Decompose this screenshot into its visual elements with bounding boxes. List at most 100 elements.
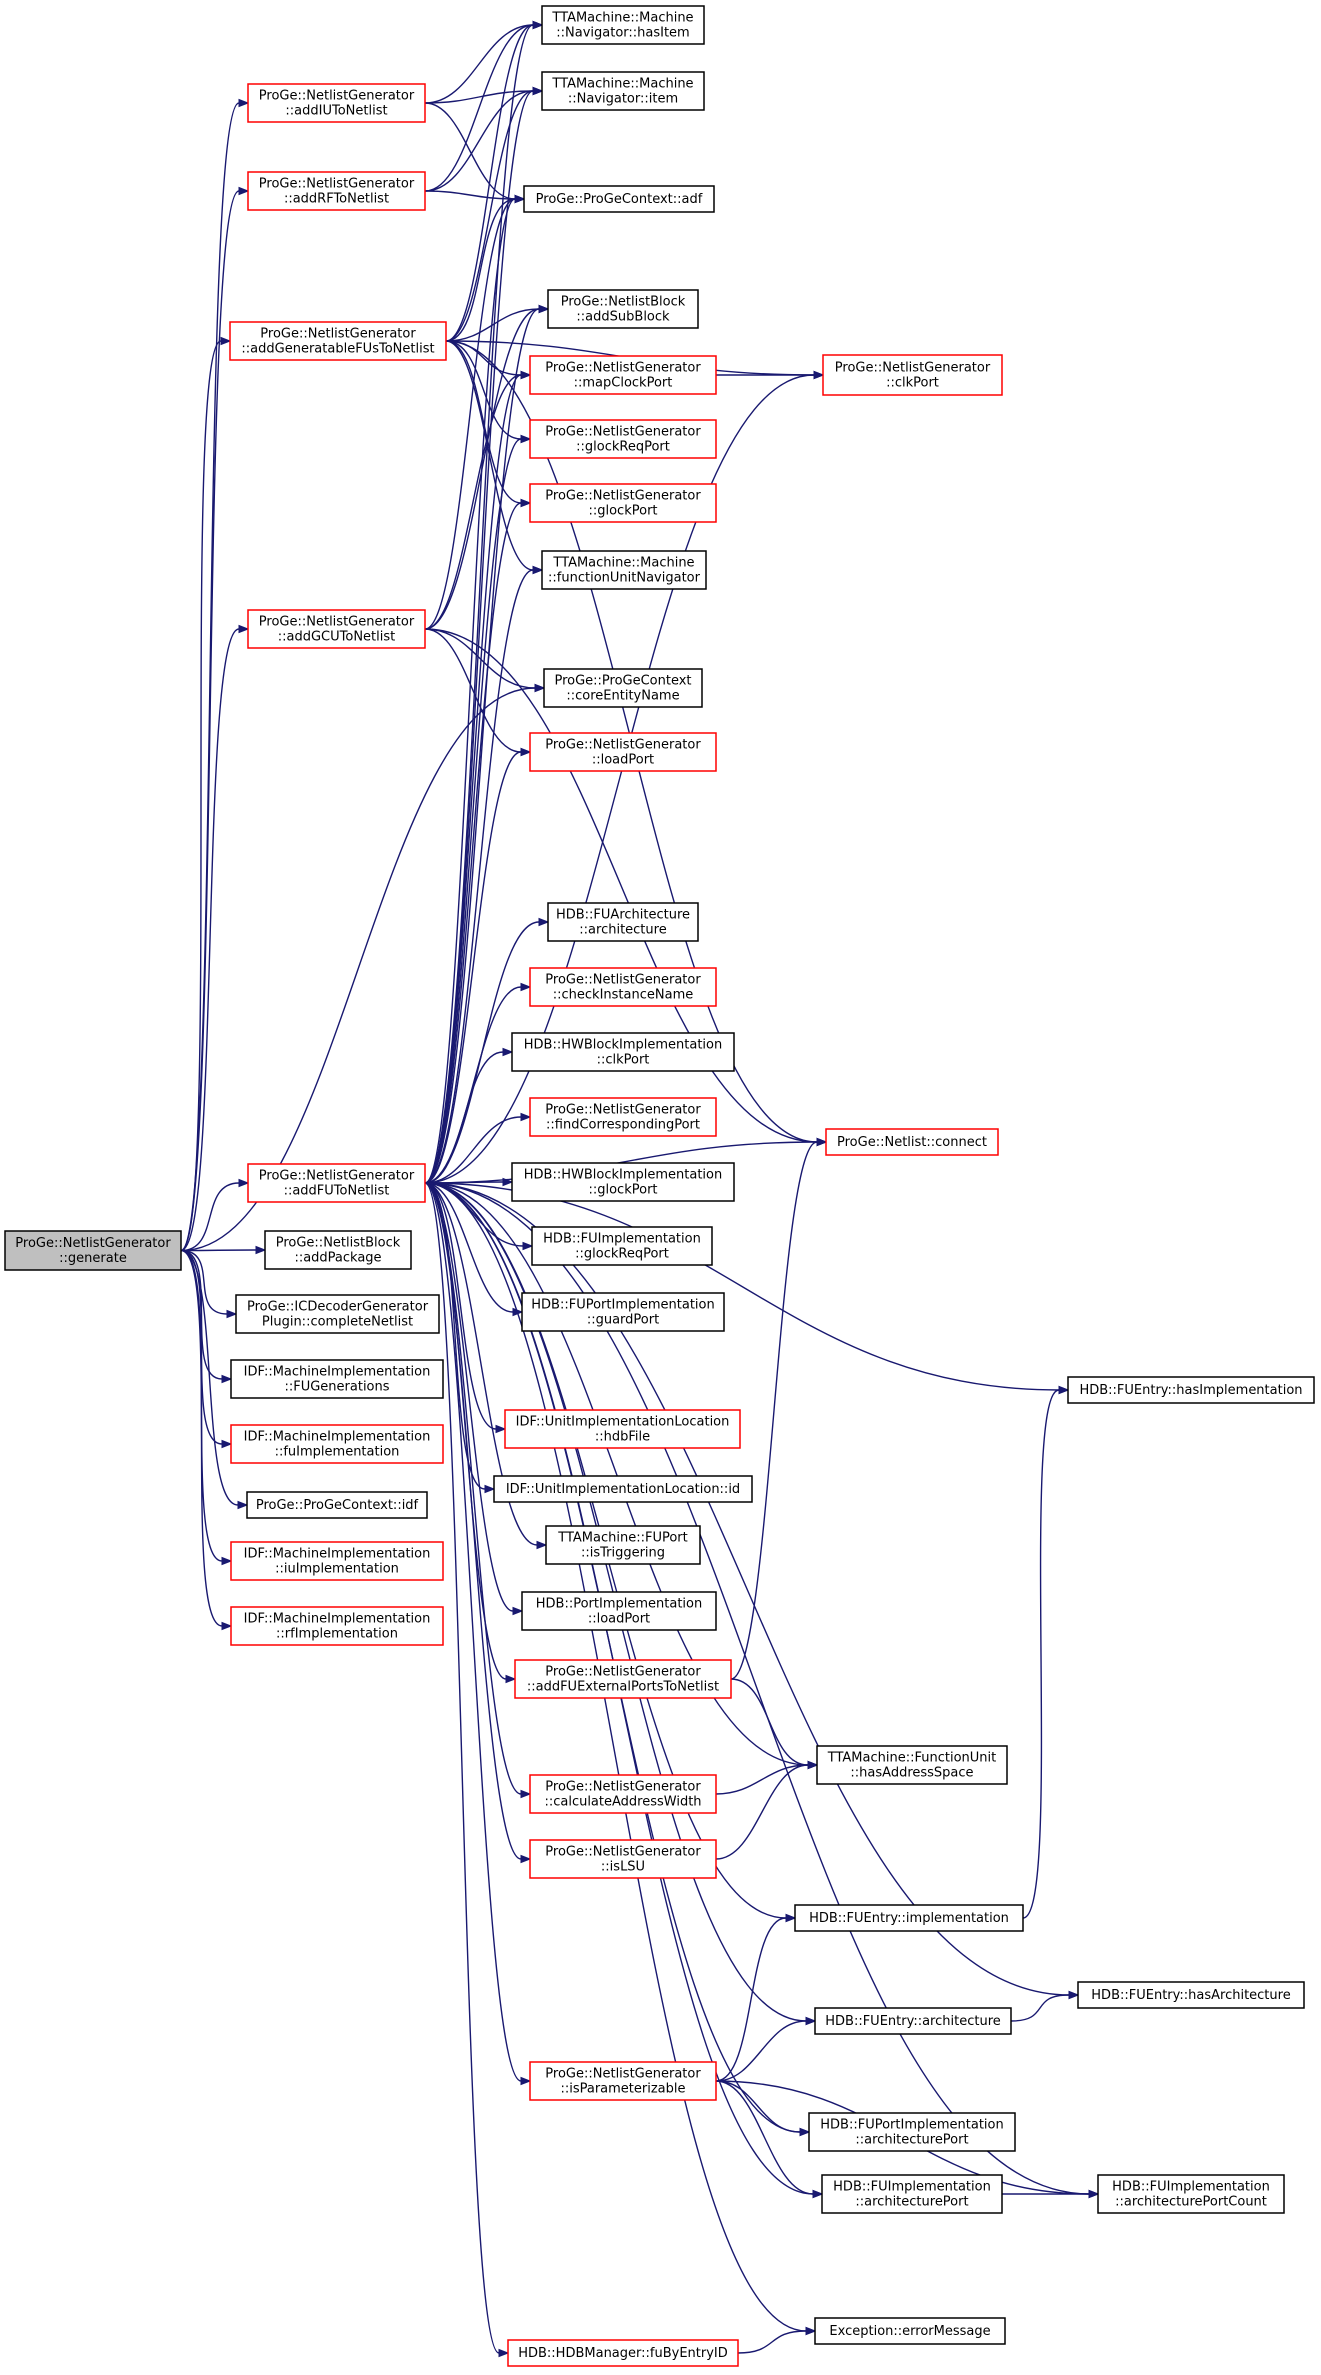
node-label: ProGe::ProGeContext::adf [536, 192, 703, 207]
node-completeNetlist[interactable]: ProGe::ICDecoderGeneratorPlugin::complet… [235, 1294, 440, 1334]
node-label: HDB::FUPortImplementation [820, 2118, 1003, 2133]
node-glockReqPort[interactable]: ProGe::NetlistGenerator::glockReqPort [529, 419, 717, 459]
node-guardPort[interactable]: HDB::FUPortImplementation::guardPort [521, 1292, 725, 1332]
node-errorMessage[interactable]: Exception::errorMessage [814, 2317, 1006, 2345]
edge-line [424, 308, 540, 1184]
node-label: ProGe::NetlistGenerator [259, 615, 415, 630]
edge-addFUToNetlist-to-errorMessage [424, 1182, 817, 2336]
edge-line [424, 24, 534, 104]
edge-line [424, 1182, 500, 2354]
node-label: ::clkPort [597, 1053, 650, 1068]
node-box [816, 1745, 1008, 1785]
node-hasImplementation[interactable]: HDB::FUEntry::hasImplementation [1067, 1376, 1315, 1404]
node-label: ::mapClockPort [574, 376, 673, 391]
node-calculateAddressWidth[interactable]: ProGe::NetlistGenerator::calculateAddres… [529, 1774, 717, 1814]
node-fuArchitecture[interactable]: HDB::FUArchitecture::architecture [547, 902, 699, 942]
node-uilId[interactable]: IDF::UnitImplementationLocation::id [493, 1475, 753, 1503]
node-isParameterizable[interactable]: ProGe::NetlistGenerator::isParameterizab… [529, 2061, 717, 2101]
node-rfImplementation[interactable]: IDF::MachineImplementation::rfImplementa… [230, 1606, 444, 1646]
node-label: Plugin::completeNetlist [262, 1315, 413, 1330]
node-addGeneratableFUsToNetlist[interactable]: ProGe::NetlistGenerator::addGeneratableF… [229, 321, 447, 361]
node-label: TTAMachine::Machine [552, 556, 694, 571]
edge-arrowhead [538, 304, 550, 314]
node-addIUToNetlist[interactable]: ProGe::NetlistGenerator::addIUToNetlist [247, 83, 426, 123]
node-fuiArchitecturePort[interactable]: HDB::FUImplementation::architecturePort [821, 2174, 1003, 2214]
node-hwGlockPort[interactable]: HDB::HWBlockImplementation::glockPort [511, 1162, 735, 1202]
node-iuImplementation[interactable]: IDF::MachineImplementation::iuImplementa… [230, 1541, 444, 1581]
node-loadPort[interactable]: ProGe::NetlistGenerator::loadPort [529, 732, 717, 772]
edge-addFUToNetlist-to-isLSU [424, 1182, 532, 1864]
node-fuImplementation[interactable]: IDF::MachineImplementation::fuImplementa… [230, 1424, 444, 1464]
edge-generate-to-completeNetlist [180, 1249, 238, 1319]
node-addPackage[interactable]: ProGe::NetlistBlock::addPackage [264, 1230, 412, 1270]
node-label: ::isTriggering [581, 1546, 665, 1561]
edge-line [424, 1116, 522, 1184]
node-checkInstanceName[interactable]: ProGe::NetlistGenerator::checkInstanceNa… [529, 967, 717, 1007]
edge-addFUToNetlist-to-loadPort [424, 747, 532, 1184]
node-architecturePortCount[interactable]: HDB::FUImplementation::architecturePortC… [1097, 2174, 1285, 2214]
edge-line [424, 1182, 809, 1766]
edge-arrowhead [520, 1854, 532, 1864]
node-isLSU[interactable]: ProGe::NetlistGenerator::isLSU [529, 1839, 717, 1879]
node-label: HDB::FUEntry::architecture [825, 2014, 1001, 2029]
node-label: ::glockReqPort [575, 1247, 669, 1262]
node-box [230, 1424, 444, 1464]
node-addGCUToNetlist[interactable]: ProGe::NetlistGenerator::addGCUToNetlist [247, 609, 426, 649]
edge-generate-to-addPackage [180, 1245, 267, 1255]
edge-addFUToNetlist-to-adf [424, 194, 526, 1184]
node-label: IDF::MachineImplementation [244, 1547, 431, 1562]
edge-addFUToNetlist-to-glockReqPort [424, 434, 532, 1184]
node-label: ProGe::NetlistGenerator [15, 1236, 171, 1251]
edge-arrowhead [512, 1606, 524, 1616]
node-fuEntryArchitecture[interactable]: HDB::FUEntry::architecture [814, 2007, 1012, 2035]
node-isTriggering[interactable]: TTAMachine::FUPort::isTriggering [545, 1525, 701, 1565]
edge-arrowhead [520, 498, 532, 508]
node-label: ::hdbFile [595, 1430, 650, 1445]
node-hdbFile[interactable]: IDF::UnitImplementationLocation::hdbFile [504, 1409, 741, 1449]
edge-line [424, 374, 522, 1184]
edge-line [424, 1182, 522, 1860]
node-addFUExternalPortsToNetlist[interactable]: ProGe::NetlistGenerator::addFUExternalPo… [514, 1659, 732, 1699]
node-hwClkPort[interactable]: HDB::HWBlockImplementation::clkPort [511, 1032, 735, 1072]
node-functionUnitNavigator[interactable]: TTAMachine::Machine::functionUnitNavigat… [541, 550, 707, 590]
node-fupiArchitecturePort[interactable]: HDB::FUPortImplementation::architectureP… [808, 2112, 1016, 2152]
edge-line [730, 1678, 809, 1766]
edge-arrowhead [1068, 1990, 1080, 2000]
node-adf[interactable]: ProGe::ProGeContext::adf [523, 185, 715, 213]
node-label: ProGe::NetlistBlock [561, 295, 686, 310]
node-fuGlockReqPort[interactable]: HDB::FUImplementation::glockReqPort [531, 1226, 713, 1266]
node-box [545, 1525, 701, 1565]
node-fuEntryImplementation[interactable]: HDB::FUEntry::implementation [794, 1904, 1024, 1932]
edge-line [180, 102, 240, 1252]
node-addSubBlock[interactable]: ProGe::NetlistBlock::addSubBlock [547, 289, 699, 329]
node-box [808, 2112, 1016, 2152]
edge-arrowhead [514, 194, 526, 204]
edge-line [424, 1051, 504, 1184]
node-glockPort[interactable]: ProGe::NetlistGenerator::glockPort [529, 483, 717, 523]
node-mapClockPort[interactable]: ProGe::NetlistGenerator::mapClockPort [529, 355, 717, 395]
node-box [814, 2317, 1006, 2345]
node-coreEntityName[interactable]: ProGe::ProGeContext::coreEntityName [543, 668, 703, 708]
node-idf[interactable]: ProGe::ProGeContext::idf [246, 1491, 428, 1519]
node-clkPort[interactable]: ProGe::NetlistGenerator::clkPort [822, 354, 1003, 396]
node-addRFToNetlist[interactable]: ProGe::NetlistGenerator::addRFToNetlist [247, 171, 426, 211]
edge-generate-to-idf [180, 1249, 249, 1510]
node-FUGenerations[interactable]: IDF::MachineImplementation::FUGeneration… [230, 1359, 444, 1399]
node-box [247, 1163, 426, 1203]
node-label: ::calculateAddressWidth [544, 1795, 701, 1810]
node-findCorrespondingPort[interactable]: ProGe::NetlistGenerator::findCorrespondi… [529, 1097, 717, 1137]
node-hasArchitecture[interactable]: HDB::FUEntry::hasArchitecture [1077, 1981, 1305, 2009]
node-label: ProGe::ProGeContext [554, 674, 691, 689]
node-hasAddressSpace[interactable]: TTAMachine::FunctionUnit::hasAddressSpac… [816, 1745, 1008, 1785]
node-addFUToNetlist[interactable]: ProGe::NetlistGenerator::addFUToNetlist [247, 1163, 426, 1203]
node-item[interactable]: TTAMachine::Machine::Navigator::item [541, 71, 705, 111]
edge-line [445, 24, 534, 342]
node-piLoadPort[interactable]: HDB::PortImplementation::loadPort [521, 1591, 717, 1631]
node-fuByEntryID[interactable]: HDB::HDBManager::fuByEntryID [507, 2339, 739, 2367]
edge-isParameterizable-to-fuEntryImplementation [715, 1913, 797, 2082]
node-label: HDB::FUEntry::hasArchitecture [1091, 1988, 1290, 2003]
node-generate[interactable]: ProGe::NetlistGenerator::generate [4, 1230, 182, 1271]
node-hasItem[interactable]: TTAMachine::Machine::Navigator::hasItem [541, 5, 705, 45]
node-connect[interactable]: ProGe::Netlist::connect [825, 1128, 999, 1156]
